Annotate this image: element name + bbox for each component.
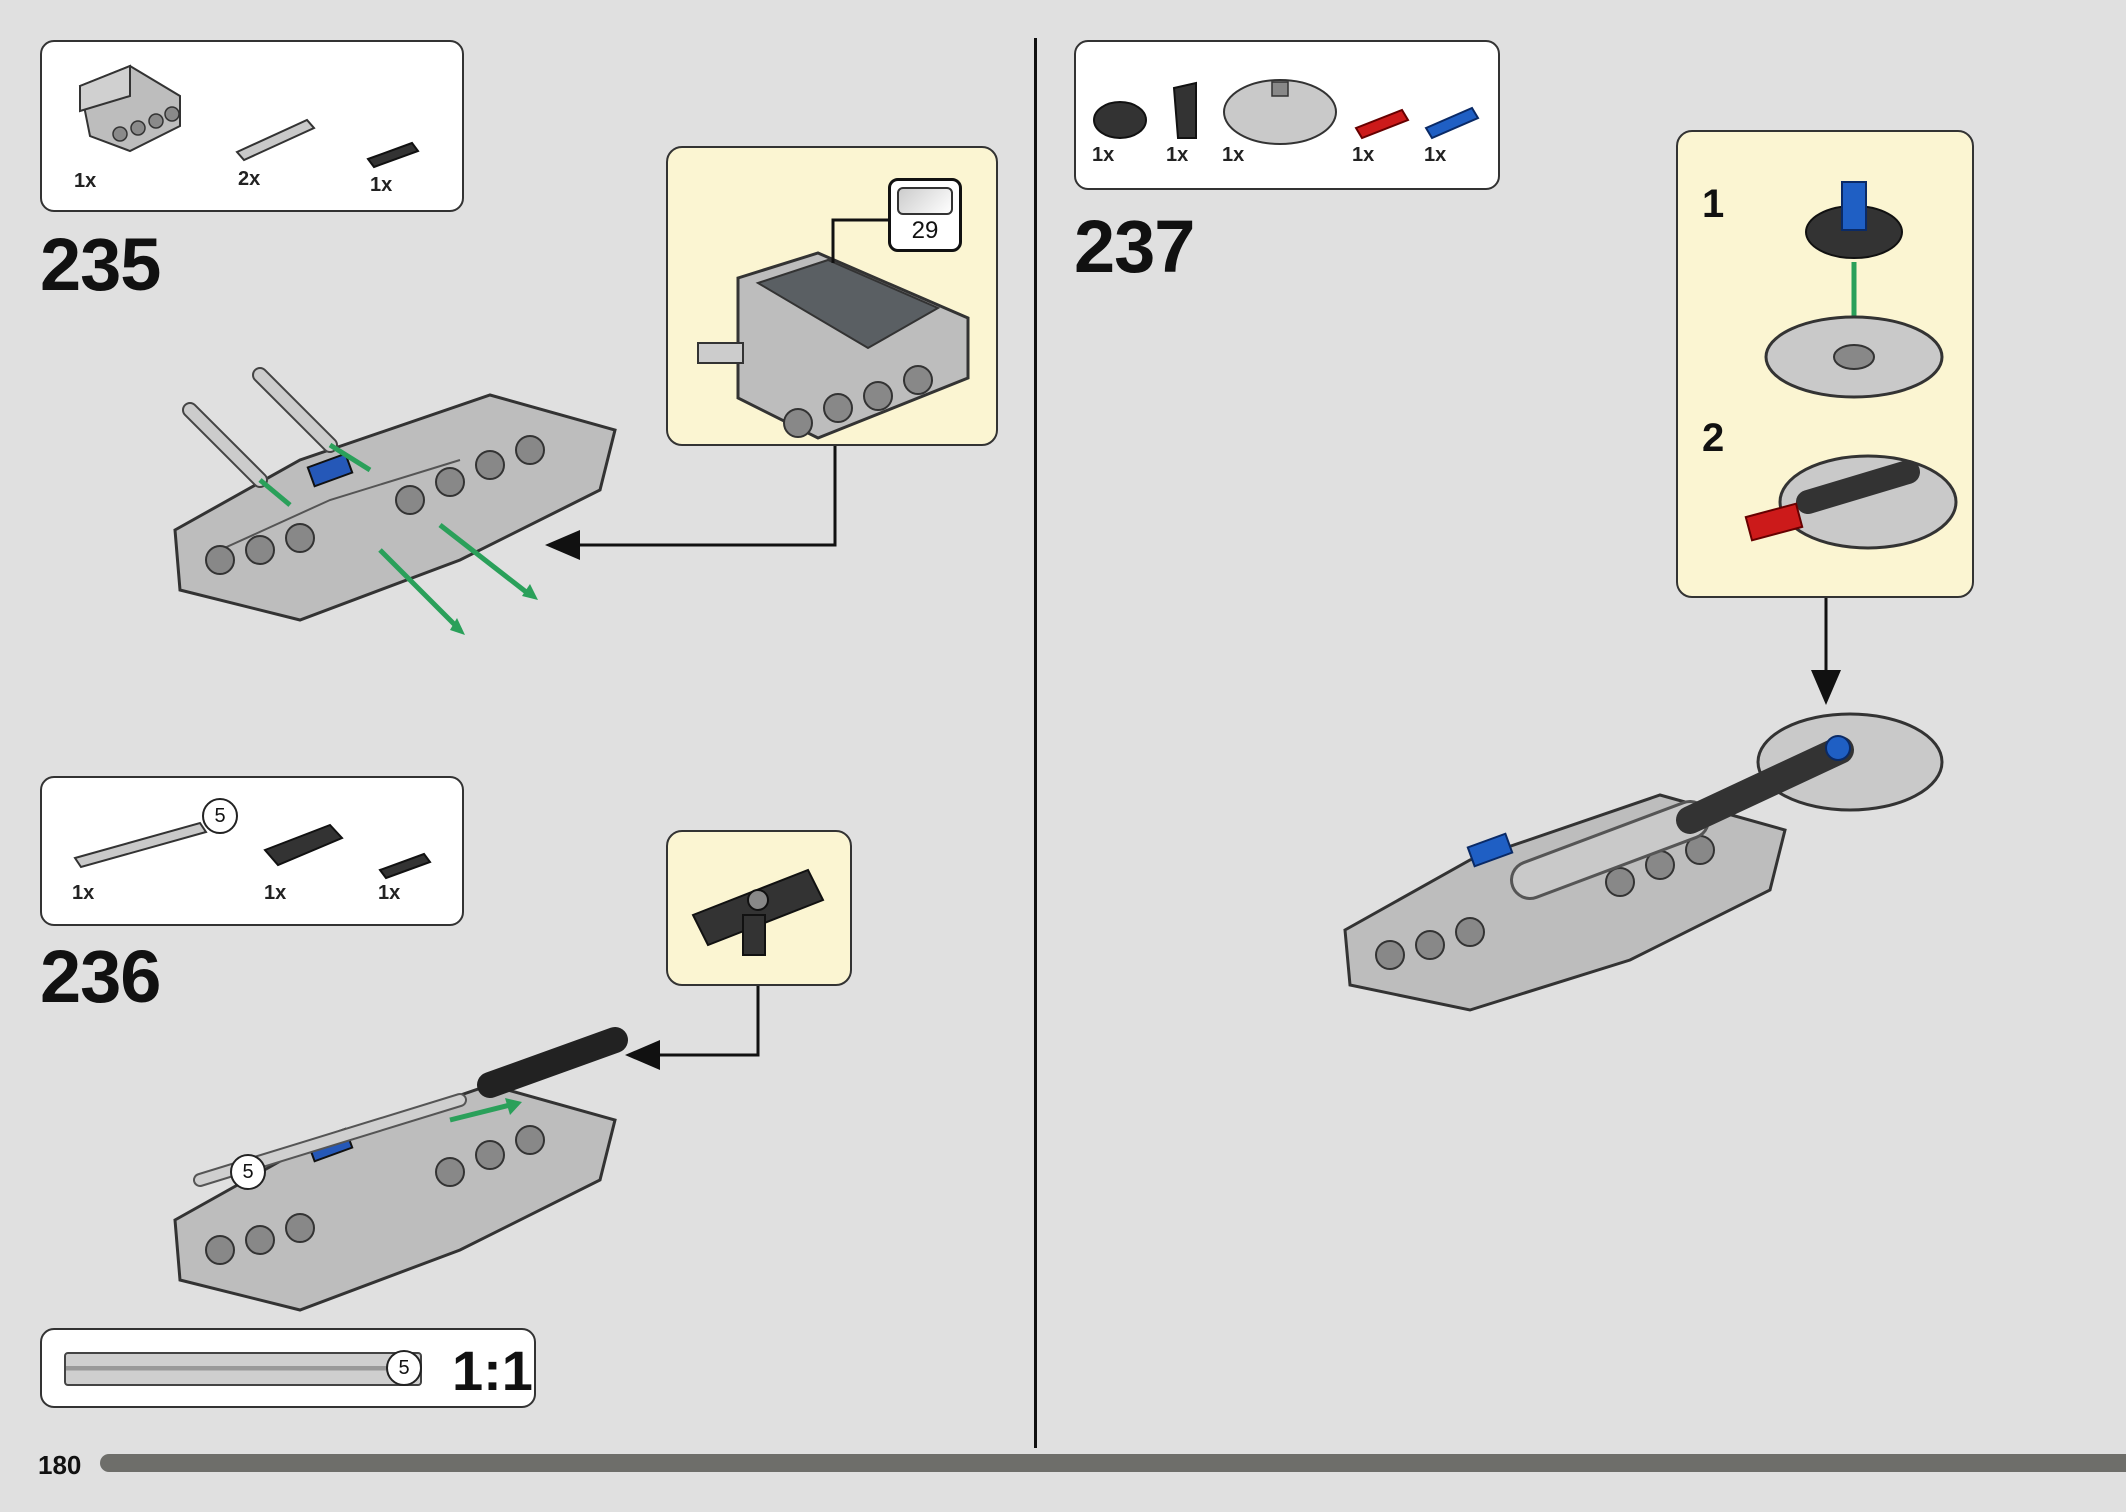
scale-axle-length-badge: 5 [386, 1350, 422, 1386]
callout-235-sticker: 29 [666, 146, 998, 446]
part-panel-icon [78, 64, 181, 153]
progress-bar [100, 1454, 2126, 1472]
parts-list-235: 1x 2x 1x [40, 40, 464, 212]
sticker-number: 29 [911, 217, 939, 244]
step-number-237: 237 [1074, 205, 1195, 288]
part-qty: 1x [72, 882, 95, 904]
part-angle-connector-icon [1172, 81, 1197, 139]
callout-237-subassembly: 1 2 [1676, 130, 1974, 598]
substep-2-illustration [1744, 454, 1958, 550]
part-connector-icon [263, 823, 344, 867]
callout-leader-line [831, 218, 888, 263]
axle-length-badge: 5 [202, 798, 238, 834]
part-short-pin-icon [366, 141, 420, 169]
part-qty: 1x [1424, 144, 1447, 166]
assembly-axle-length-badge: 5 [230, 1154, 266, 1190]
part-round-plate-icon [1093, 101, 1147, 139]
part-red-pin-icon [1354, 108, 1410, 140]
substep-number-1: 1 [1702, 182, 1725, 226]
part-dish-icon [1223, 79, 1337, 145]
assembly-236-illustration [173, 1027, 628, 1312]
page-divider [1034, 38, 1037, 1448]
part-short-pin-icon [378, 852, 432, 880]
step-number-235: 235 [40, 223, 161, 306]
substep-number-2: 2 [1702, 416, 1725, 460]
sticker-icon [897, 187, 953, 215]
part-qty: 1x [1166, 144, 1189, 166]
parts-list-237: 1x 1x 1x 1x 1x [1074, 40, 1500, 190]
part-qty: 2x [238, 168, 261, 190]
connector-detail-icon [691, 868, 825, 956]
scale-reference-box: 5 1:1 [40, 1328, 536, 1408]
substep-1-illustration [1764, 181, 1944, 399]
part-blue-pin-icon [1424, 106, 1480, 140]
assembly-235-illustration [173, 367, 617, 635]
scale-label: 1:1 [452, 1339, 533, 1402]
sticker-badge: 29 [888, 178, 962, 252]
page-number: 180 [38, 1450, 82, 1480]
part-qty: 1x [264, 882, 287, 904]
step-number-236: 236 [40, 935, 161, 1018]
axle-scale-bar [64, 1352, 422, 1386]
panel-with-sticker-icon [697, 251, 970, 440]
parts-list-236: 5 1x 1x 1x [40, 776, 464, 926]
part-qty: 1x [1092, 144, 1115, 166]
part-qty: 1x [370, 174, 393, 196]
part-qty: 1x [1352, 144, 1375, 166]
part-qty: 1x [1222, 144, 1245, 166]
part-pin-icon [235, 118, 316, 162]
part-qty: 1x [74, 170, 97, 192]
callout-236-connector [666, 830, 852, 986]
part-axle-icon [73, 821, 208, 869]
assembly-237-illustration [1343, 712, 1944, 1012]
part-qty: 1x [378, 882, 401, 904]
